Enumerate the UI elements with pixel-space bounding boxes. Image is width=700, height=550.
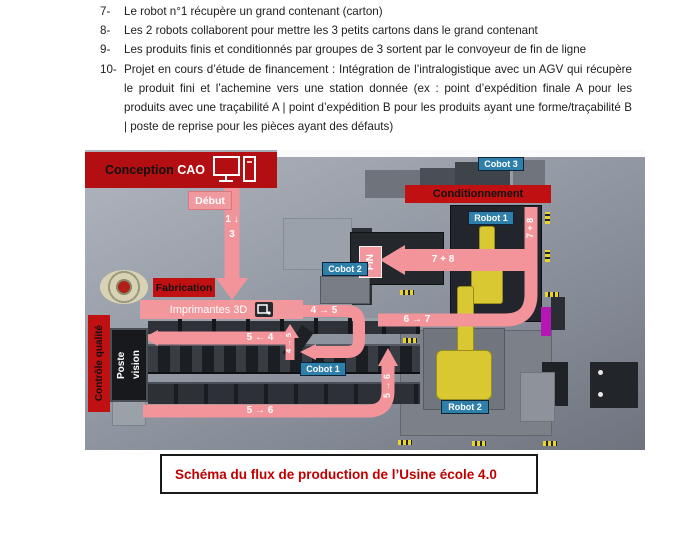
diagram-caption: Schéma du flux de production de l’Usine … [175, 466, 497, 482]
diagram-caption-box: Schéma du flux de production de l’Usine … [160, 454, 538, 494]
flow-path-bottom-right-up [143, 364, 395, 418]
banner-conditionnement: Conditionnement [405, 185, 551, 203]
arrowhead-left [143, 330, 158, 346]
flow-step-label-5-4: 5 ← 4 [246, 332, 274, 343]
flow-paths [143, 188, 538, 418]
printer-icon [255, 302, 274, 317]
debut-label: Début [195, 194, 225, 207]
poste-vision-box: Poste vision [110, 328, 148, 402]
list-item: 8- Les 2 robots collaborent pour mettre … [100, 21, 632, 40]
station-label-cobot3: Cobot 3 [478, 157, 524, 171]
cobot2-machine [320, 276, 370, 304]
flow-step-label-4-5-vertical: 4 → 5 [284, 333, 293, 354]
marker [398, 440, 412, 445]
arrowhead-up [281, 324, 299, 338]
machine-panel [520, 372, 555, 422]
conveyor-line-top [148, 318, 420, 334]
computer-icon [213, 156, 256, 182]
station-label-robot2: Robot 2 [441, 400, 489, 414]
poste-vision-label: Poste vision [116, 350, 142, 380]
list-item-number: 10- [100, 62, 117, 76]
arrowhead-down [216, 278, 248, 300]
top-white-strip [277, 150, 645, 157]
debut-box: Début [188, 191, 232, 210]
magenta-part [541, 307, 551, 336]
fabrication-label: Fabrication [155, 281, 213, 294]
conditionnement-label: Conditionnement [432, 188, 524, 200]
list-item: 9- Les produits finis et conditionnés pa… [100, 40, 632, 59]
flow-step-label-5-6: 5 → 6 [246, 405, 274, 416]
list-item-number: 9- [100, 43, 111, 57]
flow-step-label-4-5: 4 → 5 [310, 305, 338, 316]
marker [545, 250, 550, 262]
marker [543, 441, 557, 446]
station-label-cobot2: Cobot 2 [322, 262, 368, 276]
numbered-list: 7- Le robot n°1 récupère un grand conten… [100, 2, 632, 136]
conveyor-line-bottom [148, 382, 420, 404]
arrowhead-left [300, 344, 316, 360]
banner-imprimantes-3d: Imprimantes 3D [140, 300, 303, 319]
robot1-body [471, 268, 503, 304]
station-label-robot1: Robot 1 [468, 211, 514, 225]
flow-path-to-conditionnement [378, 207, 538, 327]
quality-control-machine [100, 270, 148, 304]
imprimantes-label: Imprimantes 3D [169, 303, 248, 316]
list-item-number: 8- [100, 24, 111, 38]
marker [545, 212, 550, 224]
banner-cao-label: CAO [177, 163, 205, 177]
list-item: 10- Projet en cours d’étude de financeme… [100, 60, 632, 137]
marker [400, 290, 414, 295]
marker [403, 338, 417, 343]
list-item: 7- Le robot n°1 récupère un grand conten… [100, 2, 632, 21]
machine-block [551, 297, 565, 330]
marker [545, 292, 559, 297]
flow-path-to-cobot1 [302, 305, 365, 358]
banner-conception-label: Conception [104, 163, 174, 177]
list-item-text: Les produits finis et conditionnés par g… [124, 43, 587, 57]
flow-step-label-1-3: 1 ↓ 3 [225, 214, 239, 240]
flow-step-label-5-6-vertical: 5 → 6 [382, 374, 392, 399]
list-item-text: Projet en cours d’étude de financement :… [124, 62, 632, 134]
controle-qualite-label: Contrôle qualité [93, 325, 105, 402]
flow-step-label-7-8: 7 + 8 [431, 254, 455, 265]
list-item-text: Le robot n°1 récupère un grand contenant… [124, 5, 383, 18]
machine-cabinet [590, 362, 638, 408]
list-item-number: 7- [100, 5, 111, 18]
station-label-cobot1: Cobot 1 [300, 362, 346, 376]
flow-step-label-7-8-vertical: 7 + 8 [525, 217, 535, 239]
arrowhead-up [378, 348, 398, 366]
list-item-text: Les 2 robots collaborent pour mettre les… [124, 24, 538, 38]
banner-controle-qualite: Contrôle qualité [88, 315, 110, 412]
arrowhead-left-fin [380, 245, 405, 275]
factory-flow-diagram: Conception CAO Début Fabrication Imprima… [85, 150, 645, 450]
flow-step-label-6-7: 6 → 7 [403, 314, 431, 325]
banner-fabrication: Fabrication [153, 278, 215, 297]
robot2-body [436, 350, 492, 400]
banner-conception-cao: Conception CAO [85, 152, 277, 188]
marker [472, 441, 486, 446]
